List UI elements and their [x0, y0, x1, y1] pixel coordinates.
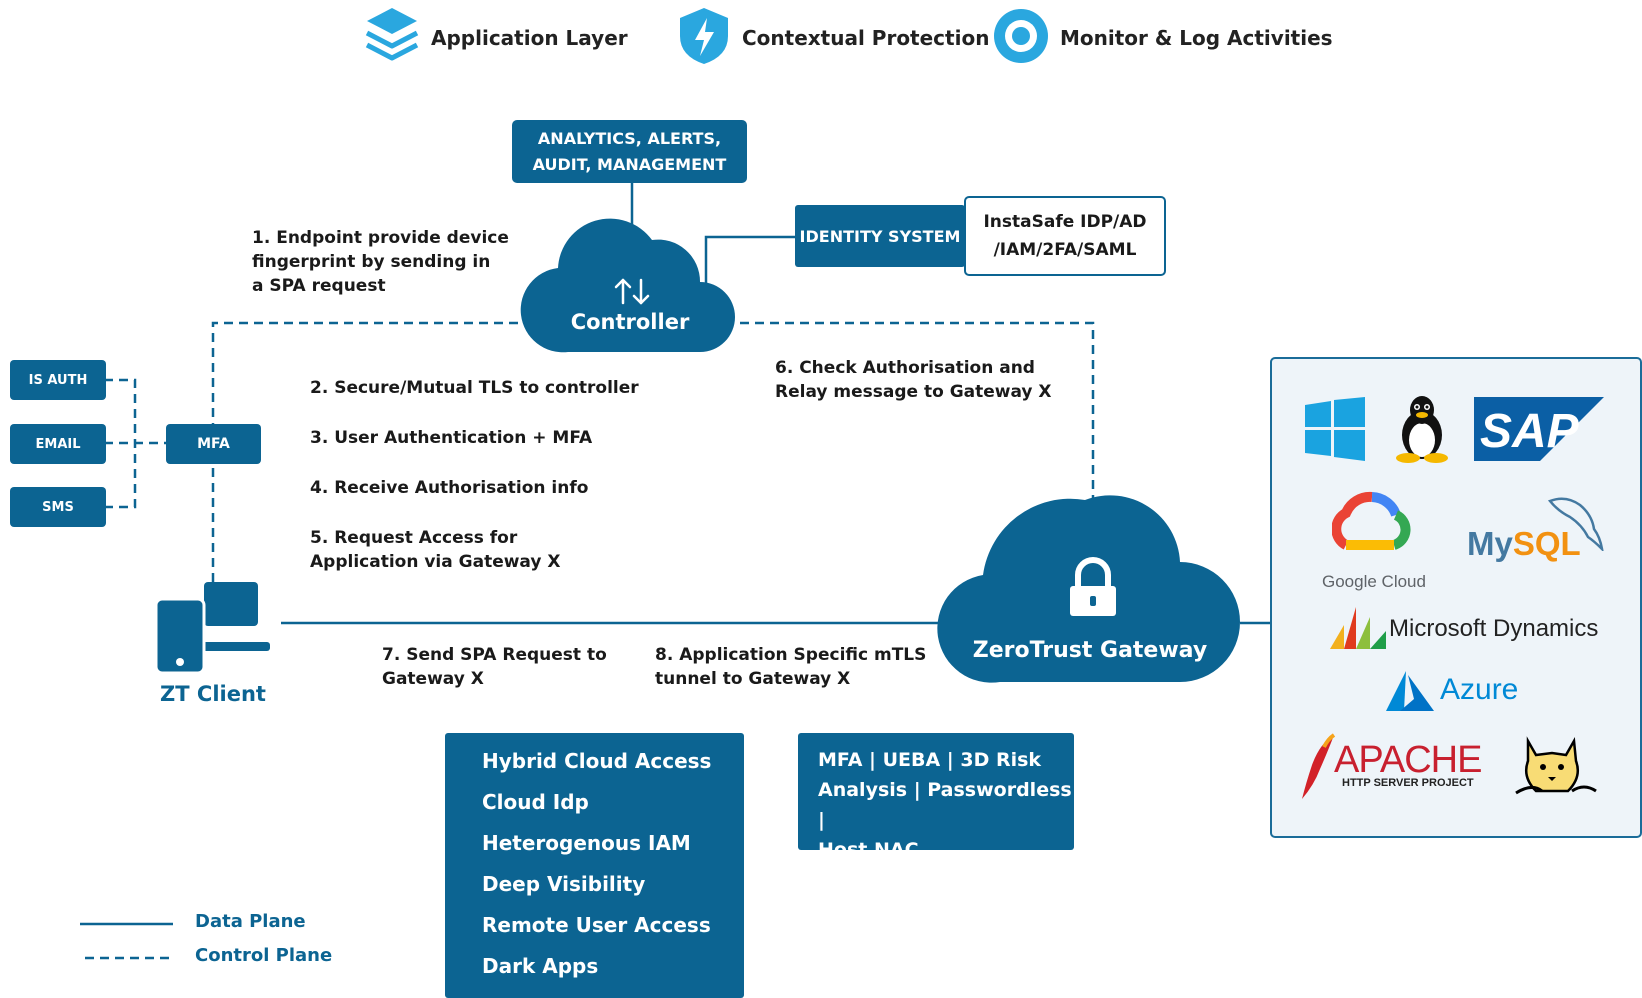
- azure-icon: [1386, 671, 1434, 711]
- step-7: 7. Send SPA Request to Gateway X: [382, 645, 607, 689]
- azure-text: Azure: [1440, 673, 1519, 706]
- apache-feather-icon: [1302, 733, 1336, 799]
- zt-client-label: ZT Client: [160, 682, 266, 706]
- application-layer-label: Application Layer: [431, 26, 628, 50]
- email-label: EMAIL: [35, 436, 81, 452]
- mysql-text-sql: SQL: [1512, 525, 1581, 562]
- sap-logo-icon: SAP: [1474, 397, 1604, 461]
- microsoft-dynamics-text: Microsoft Dynamics: [1389, 615, 1599, 642]
- google-cloud-icon: [1332, 491, 1411, 550]
- shield-lightning-icon: [680, 8, 728, 64]
- step-8: 8. Application Specific mTLS tunnel to G…: [655, 645, 927, 689]
- monitor-log-label: Monitor & Log Activities: [1060, 26, 1333, 50]
- feature-item: Dark Apps: [482, 954, 599, 978]
- control-plane-lines: [104, 321, 1095, 582]
- mysql-text: MySQL: [1467, 525, 1581, 563]
- step-6: 6. Check Authorisation and Relay message…: [775, 358, 1052, 402]
- feature-item: Heterogenous IAM: [482, 831, 691, 855]
- mfa-box: MFA: [166, 424, 261, 464]
- microsoft-dynamics-icon: [1330, 607, 1386, 649]
- identity-system-box: IDENTITY SYSTEM: [795, 205, 965, 267]
- analytics-line1: ANALYTICS, ALERTS,: [537, 128, 722, 148]
- step-2: 2. Secure/Mutual TLS to controller: [310, 378, 639, 398]
- feature-item: Deep Visibility: [482, 872, 646, 896]
- lock-icon: [1070, 557, 1116, 616]
- instasafe-line1: InstaSafe IDP/AD: [983, 212, 1147, 232]
- gateway-label: ZeroTrust Gateway: [972, 638, 1208, 663]
- identity-system-label: IDENTITY SYSTEM: [799, 226, 961, 246]
- header-item-monitor-log: Monitor & Log Activities: [994, 8, 1333, 68]
- is-auth-label: IS AUTH: [28, 372, 88, 388]
- feature-item: Hybrid Cloud Access: [482, 749, 712, 773]
- capabilities-line1: MFA | UEBA | 3D Risk: [818, 749, 1042, 771]
- monitor-ring-icon: [994, 9, 1048, 63]
- mysql-text-my: My: [1467, 525, 1513, 562]
- controller-label: Controller: [570, 310, 690, 334]
- analytics-line2: AUDIT, MANAGEMENT: [532, 154, 727, 174]
- tomcat-logo-icon: [1515, 736, 1597, 795]
- analytics-box: ANALYTICS, ALERTS, AUDIT, MANAGEMENT: [512, 120, 747, 183]
- contextual-protection-label: Contextual Protection: [742, 26, 990, 50]
- step-4: 4. Receive Authorisation info: [310, 478, 589, 498]
- step-5: 5. Request Access for Application via Ga…: [310, 528, 561, 572]
- capabilities-box: MFA | UEBA | 3D Risk Analysis | Password…: [798, 733, 1074, 861]
- capabilities-line3: Host NAC: [818, 839, 919, 861]
- sms-label: SMS: [42, 499, 74, 515]
- capabilities-line2: Analysis | Passwordless |: [818, 779, 1072, 831]
- mfa-label: MFA: [197, 436, 230, 452]
- step-1: 1. Endpoint provide device fingerprint b…: [252, 228, 509, 296]
- apache-text: APACHE: [1334, 739, 1482, 781]
- apache-subtext: HTTP SERVER PROJECT: [1342, 777, 1474, 789]
- windows-logo-icon: [1305, 397, 1365, 461]
- feature-item: Cloud Idp: [482, 790, 589, 814]
- google-cloud-text: Google Cloud: [1322, 572, 1426, 591]
- features-box: Hybrid Cloud Access Cloud Idp Heterogeno…: [445, 733, 744, 998]
- sms-box: SMS: [10, 487, 106, 527]
- is-auth-box: IS AUTH: [10, 360, 106, 400]
- feature-item: Remote User Access: [482, 913, 711, 937]
- control-plane-label: Control Plane: [195, 945, 333, 966]
- instasafe-line2: /IAM/2FA/SAML: [993, 240, 1137, 260]
- header-item-contextual-protection: Contextual Protection: [680, 8, 989, 68]
- laptop-phone-icon: [154, 582, 270, 675]
- email-box: EMAIL: [10, 424, 106, 464]
- sync-arrows-icon: [614, 278, 650, 305]
- layers-icon: [365, 8, 419, 61]
- data-plane-label: Data Plane: [195, 911, 306, 932]
- linux-tux-icon: [1396, 396, 1448, 463]
- step-3: 3. User Authentication + MFA: [310, 428, 593, 448]
- sap-logo-text: SAP: [1480, 405, 1580, 458]
- instasafe-idp-box: InstaSafe IDP/AD /IAM/2FA/SAML: [964, 196, 1166, 276]
- supported-apps-panel: SAP Google Cloud MySQL Microsoft Dynamic…: [1270, 357, 1642, 838]
- header-item-application-layer: Application Layer: [365, 8, 628, 68]
- mysql-dolphin-icon: [1547, 497, 1604, 551]
